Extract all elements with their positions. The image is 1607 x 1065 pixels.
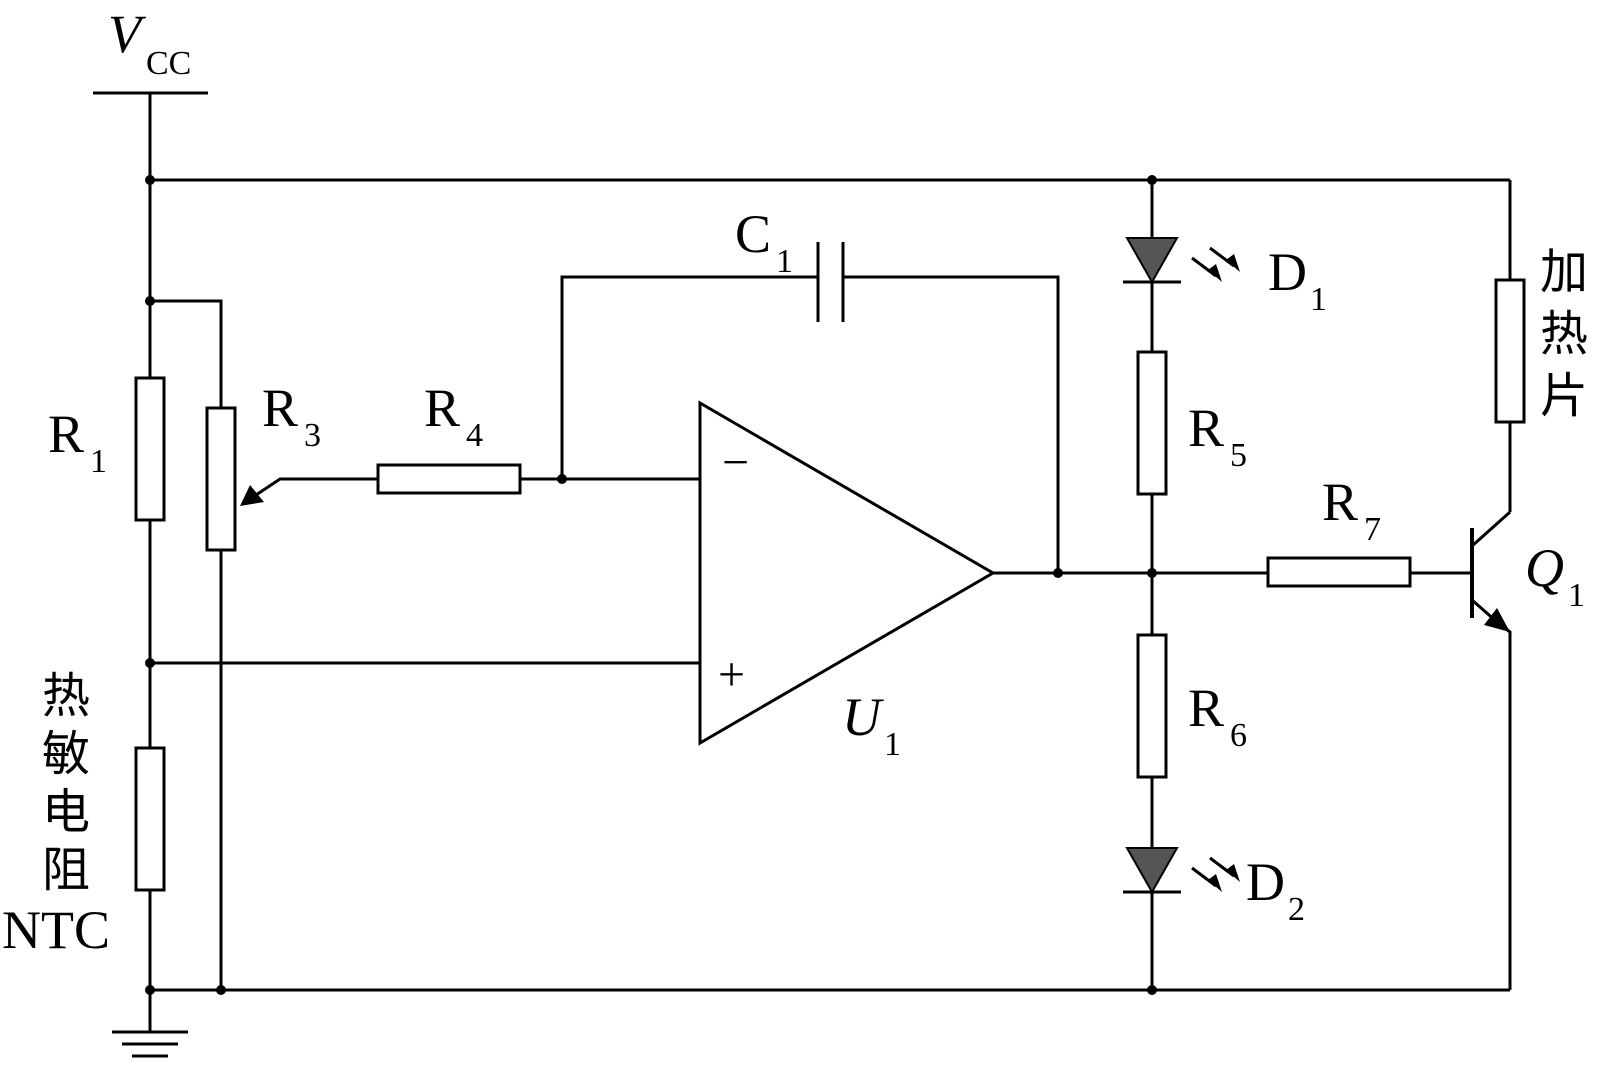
c1-label: C (735, 204, 771, 264)
d1-label: D (1268, 242, 1307, 302)
thermistor-char-1: 热 (42, 668, 90, 724)
vcc-subscript: CC (146, 45, 191, 82)
opamp-minus-sign: − (722, 436, 749, 489)
c1-subscript: 1 (776, 243, 793, 280)
resistor-r6 (1136, 633, 1168, 779)
r5-subscript: 5 (1230, 437, 1247, 474)
r4-subscript: 4 (466, 417, 483, 454)
heater-char-1: 加 (1540, 244, 1588, 300)
wiper-wire (255, 477, 378, 497)
vcc-symbol: V (108, 4, 147, 64)
resistor-r7 (1266, 556, 1412, 588)
u1-subscript: 1 (884, 726, 901, 763)
r4-label: R (424, 378, 460, 438)
r3-subscript: 3 (304, 417, 321, 454)
diode-d2-triangle (1125, 847, 1179, 895)
thermistor-ntc (134, 746, 166, 892)
r7-subscript: 7 (1364, 511, 1381, 548)
d1-arrowhead-1 (1208, 264, 1222, 282)
emitter-arrow-icon (1484, 608, 1510, 632)
heater-element (1494, 278, 1526, 424)
wire-r3-top (150, 299, 223, 408)
resistor-r4 (376, 463, 522, 495)
potentiometer-r3 (205, 406, 237, 552)
junction-dot (145, 985, 155, 995)
r1-subscript: 1 (90, 443, 107, 480)
junction-dot (216, 985, 226, 995)
r7-label: R (1322, 472, 1358, 532)
q1-subscript: 1 (1568, 577, 1585, 614)
heater-char-3: 片 (1540, 368, 1588, 424)
d2-subscript: 2 (1288, 891, 1305, 928)
thermistor-type: NTC (2, 900, 110, 960)
wire-emitter-gnd (1496, 620, 1512, 990)
d1-arrowhead-2 (1226, 254, 1240, 272)
d2-arrowhead-1 (1208, 874, 1222, 892)
feedback-left (560, 275, 818, 479)
d2-label: D (1246, 852, 1285, 912)
r6-label: R (1188, 678, 1224, 738)
diode-d1-triangle (1125, 237, 1179, 285)
r3-label: R (262, 378, 298, 438)
resistor-r5 (1136, 350, 1168, 496)
junction-dot (1053, 568, 1063, 578)
heater-char-2: 热 (1540, 306, 1588, 362)
d1-subscript: 1 (1310, 281, 1327, 318)
junction-dot (1147, 568, 1157, 578)
r1-label: R (48, 404, 84, 464)
junction-dot (557, 474, 567, 484)
thermistor-char-4: 阻 (42, 842, 90, 898)
opamp-u1 (698, 400, 996, 746)
feedback-right (843, 275, 1060, 573)
d2-arrowhead-2 (1226, 864, 1240, 882)
thermistor-char-2: 敏 (42, 726, 90, 782)
opamp-plus-sign: + (718, 648, 745, 701)
thermistor-char-3: 电 (42, 784, 90, 840)
junction-dot (145, 296, 155, 306)
r5-label: R (1188, 398, 1224, 458)
q1-label: Q (1525, 538, 1564, 598)
u1-label: U (842, 687, 884, 747)
junction-dot (145, 658, 155, 668)
junction-dot (1147, 985, 1157, 995)
wiper-arrow-icon (240, 485, 264, 506)
junction-dot (145, 175, 155, 185)
transistor-q1-collector (1470, 510, 1512, 548)
r6-subscript: 6 (1230, 717, 1247, 754)
resistor-r1 (134, 376, 166, 522)
junction-dot (1147, 175, 1157, 185)
